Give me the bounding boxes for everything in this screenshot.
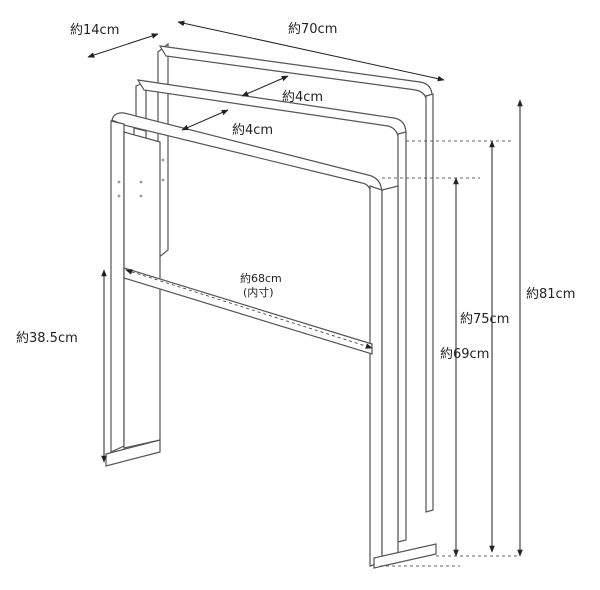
- screw-hole: [161, 178, 165, 182]
- inner-width-label: 約68cm: [240, 271, 282, 285]
- width-label: 約70cm: [288, 22, 337, 37]
- front-height-label: 約69cm: [440, 347, 489, 362]
- bar-height-label: 約38.5cm: [16, 331, 78, 346]
- gap-lower-dimension-line: [181, 109, 229, 131]
- front-frame-left-leg: [110, 120, 125, 453]
- back-frame-right-leg: [425, 93, 434, 513]
- screw-hole: [117, 194, 121, 198]
- total-height-label: 約81cm: [526, 287, 575, 302]
- inner-width-dimension-line: [125, 269, 373, 349]
- middle-frame: [135, 79, 407, 543]
- depth-label: 約14cm: [70, 23, 119, 38]
- front-frame: [105, 112, 437, 569]
- dimension-lines: [87, 20, 523, 567]
- front-frame-left-panel: [123, 131, 161, 449]
- inner-width-note: (内寸): [243, 285, 274, 299]
- width-dimension-line: [177, 20, 445, 82]
- depth-dimension-line: [87, 33, 159, 58]
- front-frame-right-panel: [381, 185, 399, 563]
- gap-upper-dimension-line: [241, 75, 289, 97]
- screw-holes: [117, 158, 165, 198]
- front-frame-top-bar: [111, 112, 383, 197]
- middle-frame-right-leg: [397, 131, 407, 543]
- dimension-labels: 約14cm 約70cm 約4cm 約4cm 約68cm (内寸) 約38.5cm…: [16, 22, 575, 362]
- gap-lower-label: 約4cm: [232, 123, 273, 138]
- middle-height-label: 約75cm: [460, 312, 509, 327]
- gap-upper-label: 約4cm: [282, 90, 323, 105]
- screw-hole: [139, 180, 143, 184]
- screw-hole: [117, 180, 121, 184]
- screw-hole: [161, 158, 165, 162]
- screw-hole: [139, 194, 143, 198]
- front-frame-right-leg: [369, 185, 383, 567]
- front-frame-right-foot: [373, 543, 437, 569]
